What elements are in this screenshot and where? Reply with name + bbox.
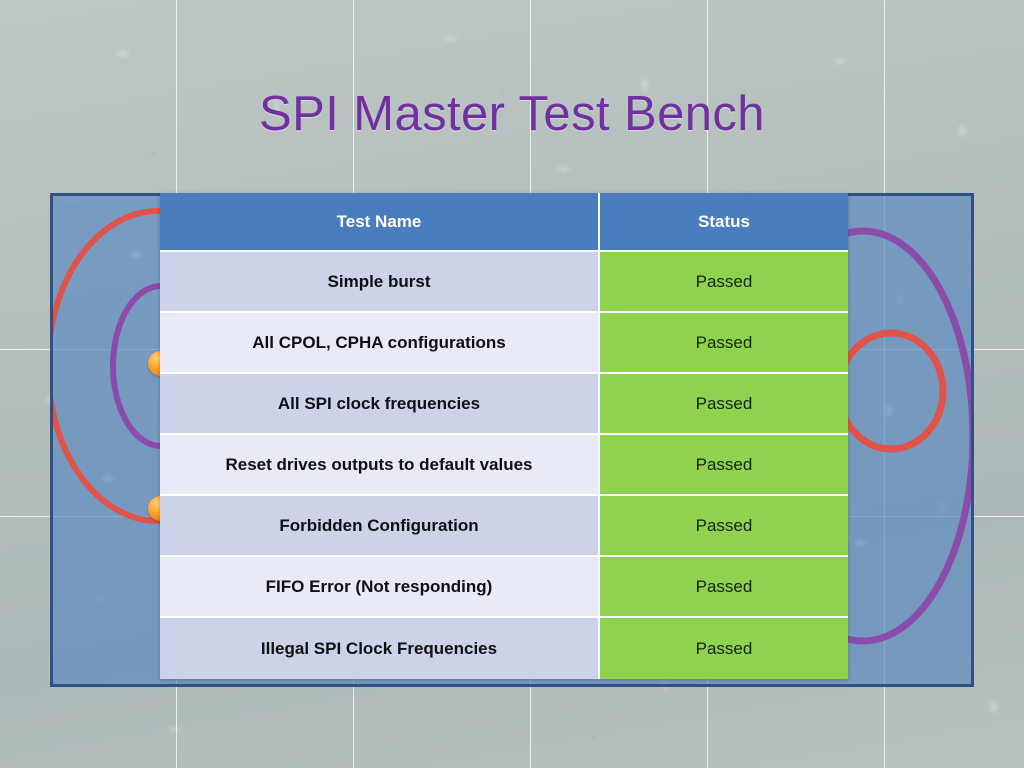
ellipse-red-right [835, 329, 947, 453]
status-badge: Passed [600, 374, 848, 435]
status-badge: Passed [600, 252, 848, 313]
cell-test-name: Simple burst [160, 252, 600, 313]
cell-test-name: Forbidden Configuration [160, 496, 600, 557]
cell-test-name: All SPI clock frequencies [160, 374, 600, 435]
cell-test-name: Illegal SPI Clock Frequencies [160, 618, 600, 679]
table-header-row: Test Name Status [160, 193, 848, 252]
test-results-table: Test Name Status Simple burst Passed All… [160, 193, 848, 679]
status-badge: Passed [600, 313, 848, 374]
table-row: Simple burst Passed [160, 252, 848, 313]
cell-test-name: Reset drives outputs to default values [160, 435, 600, 496]
page-title: SPI Master Test Bench [259, 87, 765, 141]
cell-test-name: FIFO Error (Not responding) [160, 557, 600, 618]
status-badge: Passed [600, 496, 848, 557]
column-header-status: Status [600, 193, 848, 252]
cell-test-name: All CPOL, CPHA configurations [160, 313, 600, 374]
table-row: All SPI clock frequencies Passed [160, 374, 848, 435]
table-row: FIFO Error (Not responding) Passed [160, 557, 848, 618]
status-badge: Passed [600, 618, 848, 679]
table-row: Reset drives outputs to default values P… [160, 435, 848, 496]
table-row: All CPOL, CPHA configurations Passed [160, 313, 848, 374]
table-row: Forbidden Configuration Passed [160, 496, 848, 557]
status-badge: Passed [600, 557, 848, 618]
table-row: Illegal SPI Clock Frequencies Passed [160, 618, 848, 679]
status-badge: Passed [600, 435, 848, 496]
column-header-test-name: Test Name [160, 193, 600, 252]
